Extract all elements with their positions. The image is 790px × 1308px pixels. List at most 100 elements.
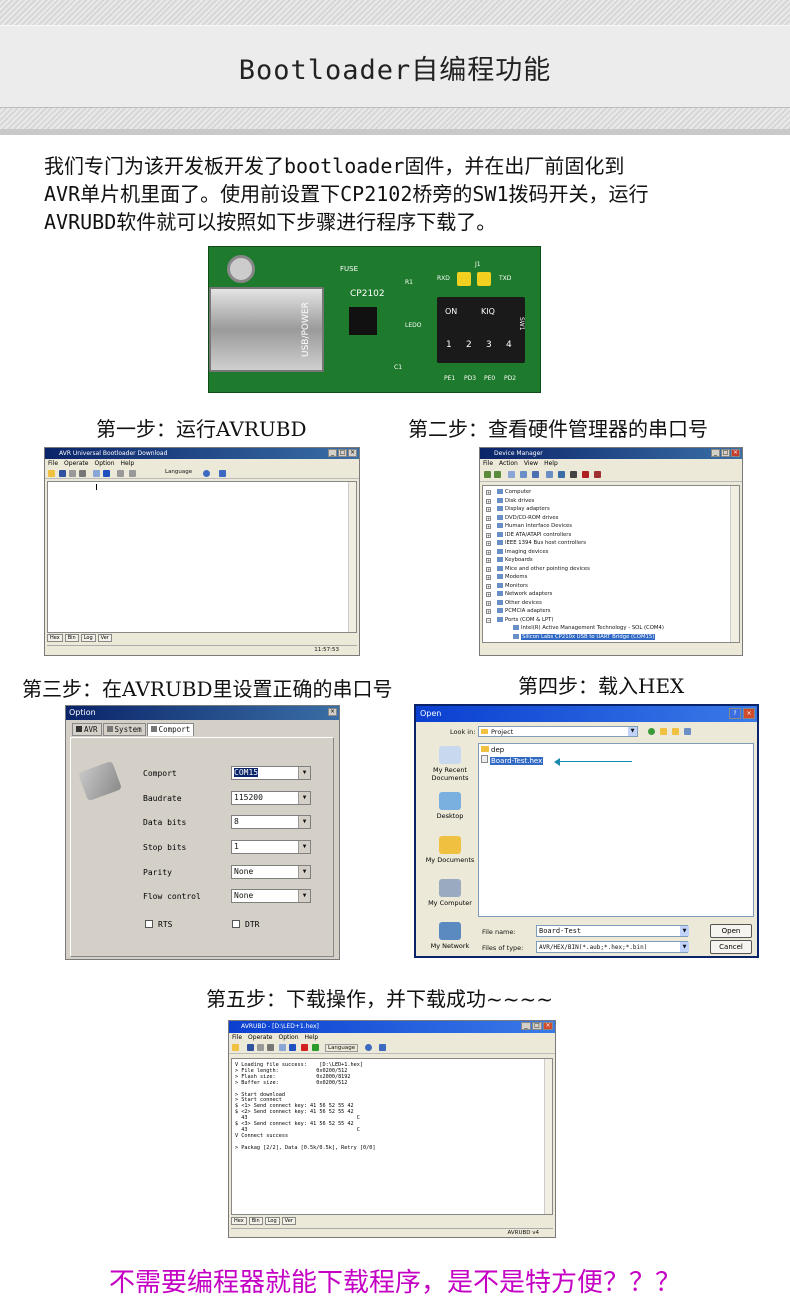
rts-checkbox[interactable] <box>145 920 153 928</box>
back-icon[interactable] <box>648 728 655 735</box>
parity-select[interactable]: None▼ <box>231 865 311 879</box>
close-button[interactable]: × <box>731 449 740 457</box>
menu-help[interactable]: Help <box>120 460 135 467</box>
flow-control-select[interactable]: None▼ <box>231 889 311 903</box>
device-category[interactable]: +Human Interface Devices <box>486 523 573 529</box>
tab-ver[interactable]: Ver <box>97 634 112 642</box>
device-category[interactable]: +Mice and other pointing devices <box>486 565 590 572</box>
disable-icon[interactable] <box>582 471 589 478</box>
tree-icon[interactable] <box>520 471 527 478</box>
baudrate-select[interactable]: 115200▼ <box>231 791 311 805</box>
file-item-folder[interactable]: dep <box>481 746 504 754</box>
device-category[interactable]: +Monitors <box>486 582 528 589</box>
device-category[interactable]: −Ports (COM & LPT) <box>486 616 554 623</box>
close-button[interactable]: × <box>743 708 755 719</box>
device-category[interactable]: +Disk drives <box>486 497 535 504</box>
look-in-select[interactable]: Project ▼ <box>478 726 638 737</box>
connect-icon[interactable] <box>117 470 124 477</box>
tab-comport[interactable]: Comport <box>146 723 195 736</box>
place-desktop[interactable]: Desktop <box>421 792 479 820</box>
about-icon[interactable] <box>203 470 210 477</box>
language-label[interactable]: Language <box>325 1044 359 1052</box>
properties-icon[interactable] <box>508 471 515 478</box>
file-item-selected[interactable]: Board-Test.hex <box>481 755 544 765</box>
stop-icon[interactable] <box>267 1044 274 1051</box>
open-button[interactable]: Open <box>710 924 752 938</box>
place-recent[interactable]: My Recent Documents <box>421 746 479 782</box>
device-category[interactable]: +Modems <box>486 574 528 580</box>
chevron-down-icon[interactable]: ▼ <box>298 816 310 828</box>
close-button[interactable]: × <box>348 449 357 457</box>
tab-log[interactable]: Log <box>80 634 96 642</box>
menu-option[interactable]: Option <box>94 460 115 467</box>
new-folder-icon[interactable] <box>672 728 679 735</box>
stop-icon[interactable] <box>79 470 86 477</box>
device-category[interactable]: +Other devices <box>486 599 542 606</box>
tab-system[interactable]: System <box>102 723 146 736</box>
device-item-selected[interactable]: Silicon Labs CP210x USB to UART Bridge (… <box>483 633 733 642</box>
stop-bits-select[interactable]: 1▼ <box>231 840 311 854</box>
place-my-computer[interactable]: My Computer <box>421 879 479 907</box>
device-category[interactable]: +PCMCIA adapters <box>486 608 551 614</box>
language-label[interactable]: Language <box>165 469 193 475</box>
chevron-down-icon[interactable]: ▼ <box>298 890 310 902</box>
tab-log[interactable]: Log <box>264 1217 280 1225</box>
disconnect-icon[interactable] <box>312 1044 319 1051</box>
device-category[interactable]: +Imaging devices <box>486 548 549 555</box>
reload-icon[interactable] <box>69 470 76 477</box>
download-icon[interactable] <box>103 470 110 477</box>
save-icon[interactable] <box>59 470 66 477</box>
vertical-scrollbar[interactable] <box>730 486 739 642</box>
log-pane[interactable]: V Loading file success: [D:\LED+1.hex]> … <box>231 1058 553 1215</box>
output-pane[interactable] <box>47 481 357 633</box>
tab-bin[interactable]: Bin <box>248 1217 263 1225</box>
list-icon[interactable] <box>93 470 100 477</box>
back-icon[interactable] <box>484 471 491 478</box>
menu-help[interactable]: Help <box>304 1034 319 1041</box>
device-category[interactable]: +Display adapters <box>486 506 550 512</box>
chevron-down-icon[interactable]: ▼ <box>628 727 637 736</box>
dtr-checkbox[interactable] <box>232 920 240 928</box>
connect-icon[interactable] <box>301 1044 308 1051</box>
save-icon[interactable] <box>247 1044 254 1051</box>
chevron-down-icon[interactable]: ▼ <box>680 926 689 936</box>
tab-bin[interactable]: Bin <box>64 634 79 642</box>
menu-action[interactable]: Action <box>499 460 518 467</box>
file-type-select[interactable]: AVR/HEX/BIN(*.aub;*.hex;*.bin) <box>536 941 688 953</box>
views-icon[interactable] <box>684 728 691 735</box>
download-icon[interactable] <box>289 1044 296 1051</box>
device-category[interactable]: +IDE ATA/ATAPI controllers <box>486 531 572 538</box>
device-category[interactable]: +Network adapters <box>486 591 553 597</box>
comport-select[interactable]: COM15▼ <box>231 766 311 780</box>
menu-file[interactable]: File <box>48 460 59 467</box>
menu-operate[interactable]: Operate <box>64 460 89 467</box>
exit-icon[interactable] <box>379 1044 386 1051</box>
update-driver-icon[interactable] <box>558 471 565 478</box>
vertical-scrollbar[interactable] <box>348 482 356 632</box>
forward-icon[interactable] <box>494 471 501 478</box>
vertical-scrollbar[interactable] <box>544 1059 552 1214</box>
open-icon[interactable] <box>232 1044 239 1051</box>
menu-option[interactable]: Option <box>278 1034 299 1041</box>
file-list[interactable]: dep Board-Test.hex <box>478 743 754 917</box>
menu-file[interactable]: File <box>483 460 494 467</box>
menu-operate[interactable]: Operate <box>248 1034 273 1041</box>
device-category[interactable]: +DVD/CD-ROM drives <box>486 514 559 521</box>
place-my-documents[interactable]: My Documents <box>421 836 479 864</box>
close-button[interactable]: × <box>543 1022 553 1030</box>
tab-hex[interactable]: Hex <box>231 1217 247 1225</box>
open-icon[interactable] <box>48 470 55 477</box>
maximize-button[interactable]: □ <box>721 449 730 457</box>
minimize-button[interactable]: _ <box>328 449 337 457</box>
close-button[interactable]: × <box>328 708 337 716</box>
device-item[interactable]: Intel(R) Active Management Technology - … <box>483 624 733 633</box>
chevron-down-icon[interactable]: ▼ <box>680 942 689 952</box>
chevron-down-icon[interactable]: ▼ <box>298 841 310 853</box>
device-category[interactable]: +IEEE 1394 Bus host controllers <box>486 540 587 546</box>
data-bits-select[interactable]: 8▼ <box>231 815 311 829</box>
up-folder-icon[interactable] <box>660 728 667 735</box>
menu-help[interactable]: Help <box>544 460 558 467</box>
help-button[interactable]: ? <box>729 708 741 719</box>
minimize-button[interactable]: _ <box>711 449 720 457</box>
device-category[interactable]: +Keyboards <box>486 557 533 563</box>
